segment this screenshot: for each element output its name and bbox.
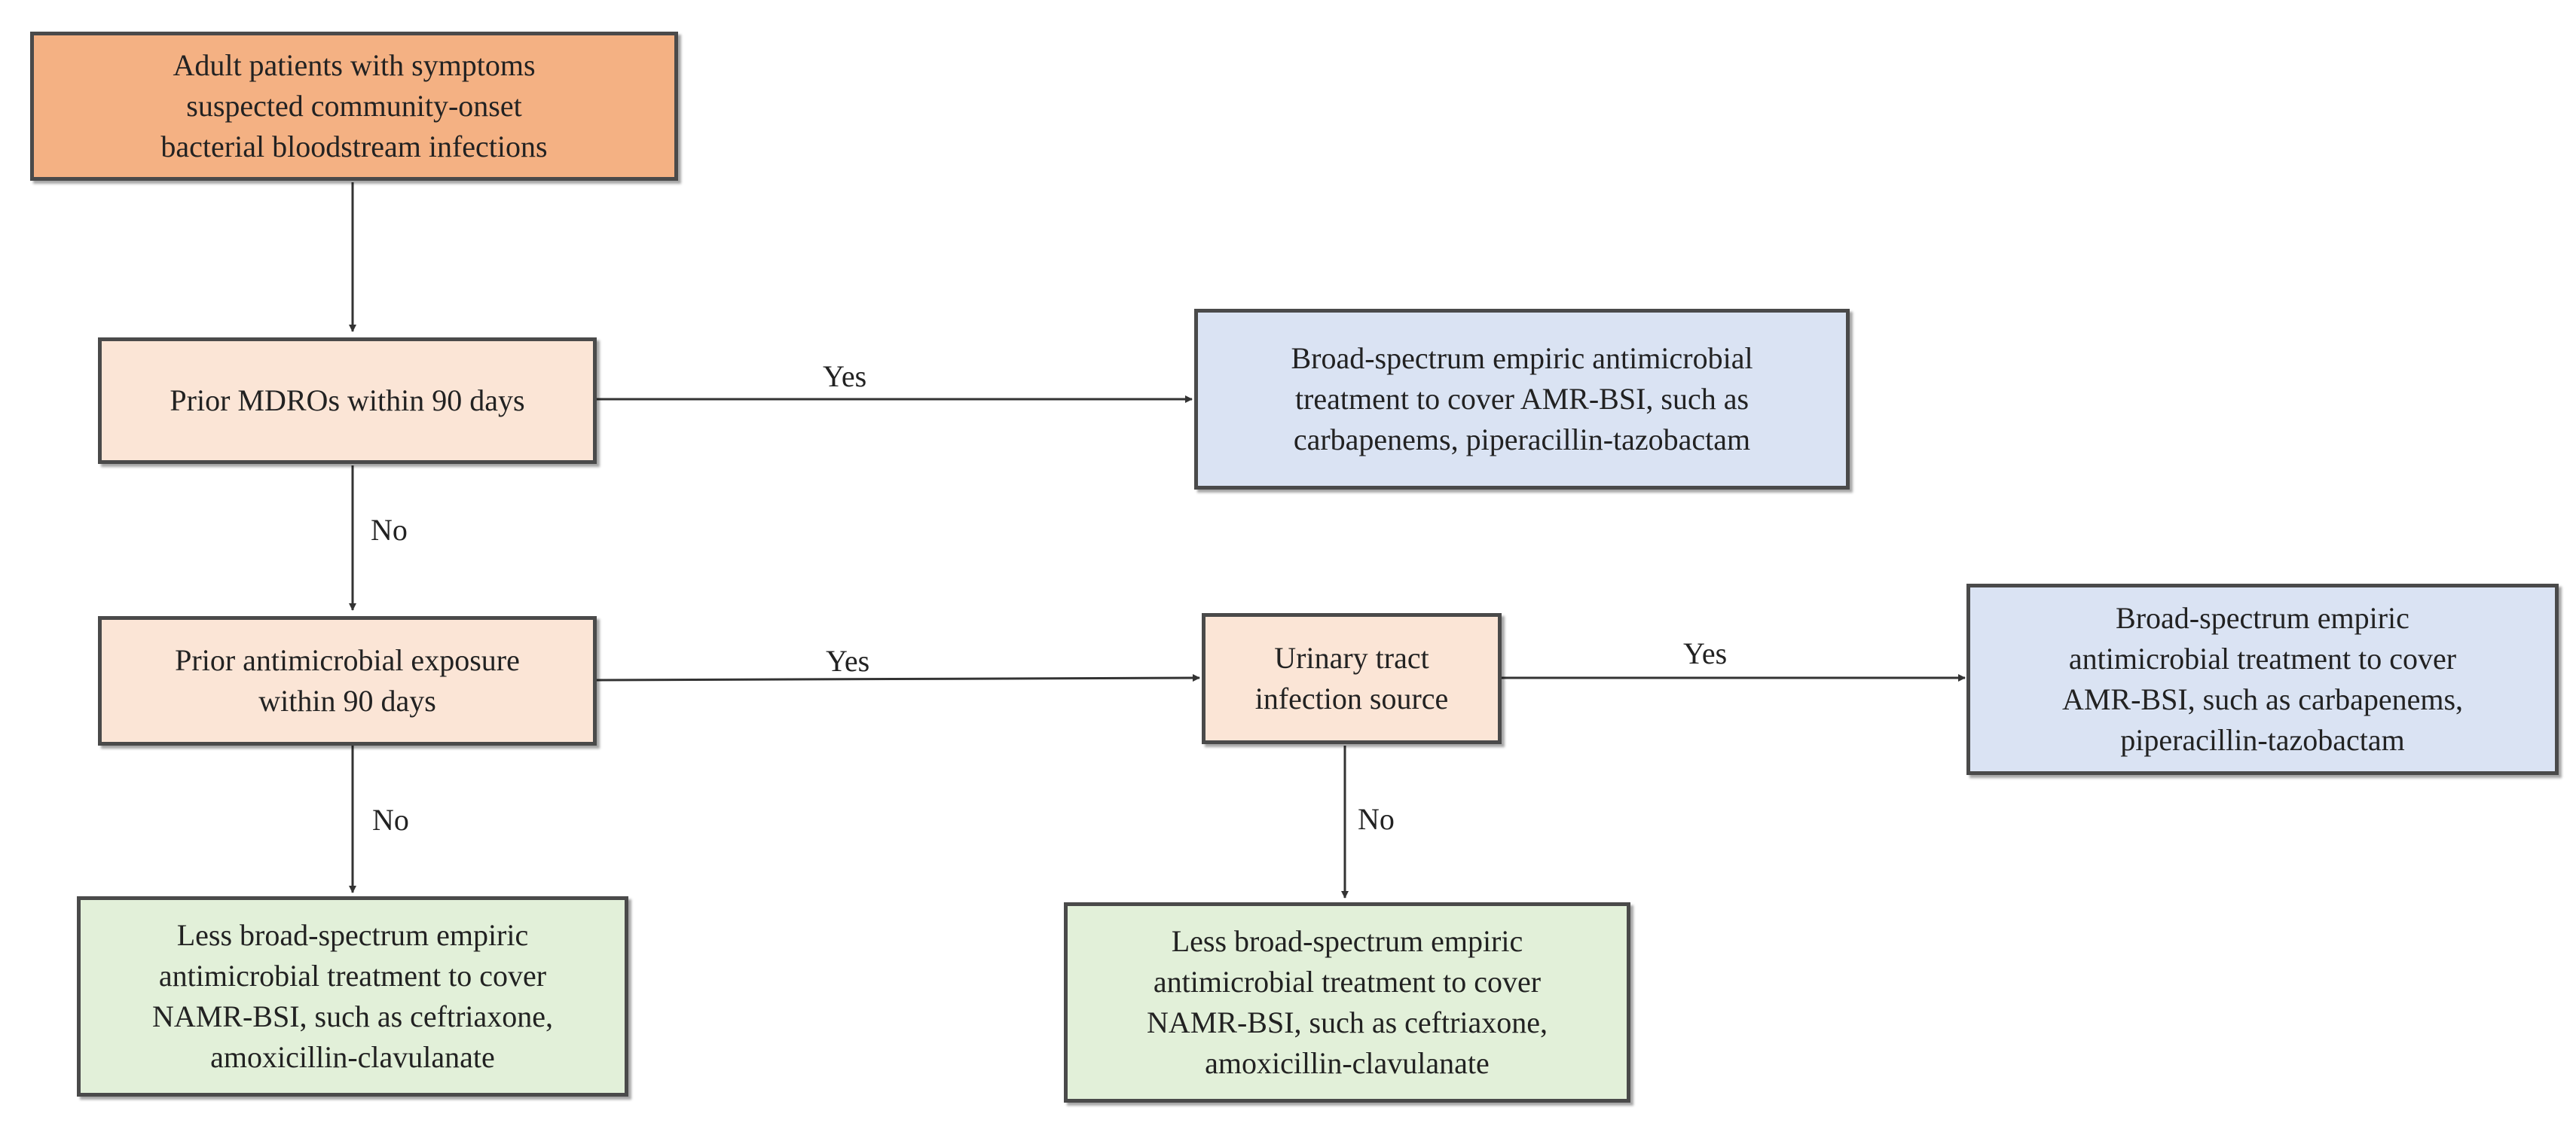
edge-label-exposure-no: No (372, 803, 409, 837)
edge-label-mdro-yes: Yes (823, 359, 867, 393)
start-node-label: Adult patients with symptoms suspected c… (160, 48, 548, 163)
broad-spectrum-treatment-2: Broad-spectrum empiric antimicrobial tre… (1966, 584, 2559, 775)
broad-spectrum-treatment-2-label: Broad-spectrum empiric antimicrobial tre… (2061, 601, 2464, 757)
edge-label-uti-yes: Yes (1683, 636, 1728, 670)
less-broad-treatment-2: Less broad-spectrum empiric antimicrobia… (1064, 902, 1630, 1103)
edge-label-exposure-yes: Yes (826, 644, 870, 678)
edge-exposure-yes (594, 674, 1200, 682)
prior-mdro-label: Prior MDROs within 90 days (170, 383, 525, 417)
uti-source-decision: Urinary tract infection source (1202, 613, 1502, 744)
prior-mdro-decision: Prior MDROs within 90 days (98, 337, 597, 464)
broad-spectrum-treatment-1: Broad-spectrum empiric antimicrobial tre… (1194, 309, 1850, 490)
edge-label-mdro-no: No (371, 513, 408, 547)
edge-label-uti-no: No (1358, 802, 1395, 836)
less-broad-treatment-1-label: Less broad-spectrum empiric antimicrobia… (151, 918, 554, 1074)
prior-exposure-decision: Prior antimicrobial exposure within 90 d… (98, 616, 597, 746)
start-node: Adult patients with symptoms suspected c… (30, 32, 678, 181)
broad-spectrum-treatment-1-label: Broad-spectrum empiric antimicrobial tre… (1291, 341, 1753, 456)
less-broad-treatment-2-label: Less broad-spectrum empiric antimicrobia… (1146, 924, 1548, 1080)
uti-source-label: Urinary tract infection source (1254, 641, 1449, 716)
less-broad-treatment-1: Less broad-spectrum empiric antimicrobia… (77, 896, 628, 1097)
prior-exposure-label: Prior antimicrobial exposure within 90 d… (175, 643, 520, 718)
